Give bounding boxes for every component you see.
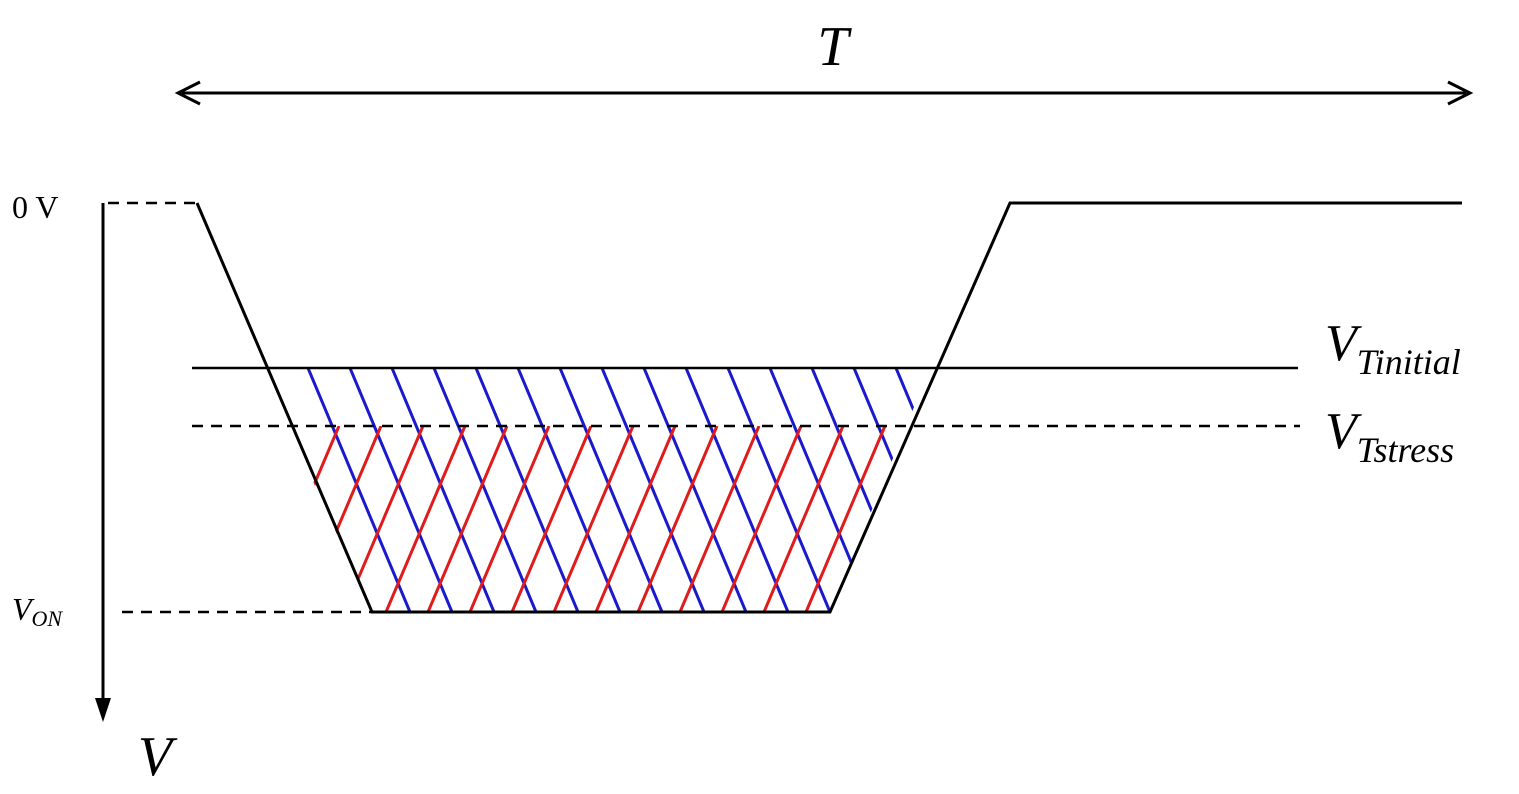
vt-stress-main: V [1325,403,1362,460]
vt-stress-label: VTstress [1325,403,1454,470]
voltage-axis-arrowhead [95,698,111,722]
vt-initial-label: VTinitial [1325,315,1461,382]
zero-volt-label: 0 V [12,189,59,225]
time-axis-arrow [174,80,1474,106]
vt-initial-main: V [1325,315,1362,372]
v-on-label: VON [12,591,63,631]
v-on-sub: ON [32,606,64,631]
vt-stress-sub: Tstress [1357,430,1454,470]
voltage-axis-label: V [138,726,178,788]
time-axis-label: T [817,16,852,78]
dashed-references [108,201,1300,614]
v-on-main: V [12,591,35,627]
vt-initial-sub: Tinitial [1357,342,1461,382]
pulse-waveform [195,201,1462,614]
